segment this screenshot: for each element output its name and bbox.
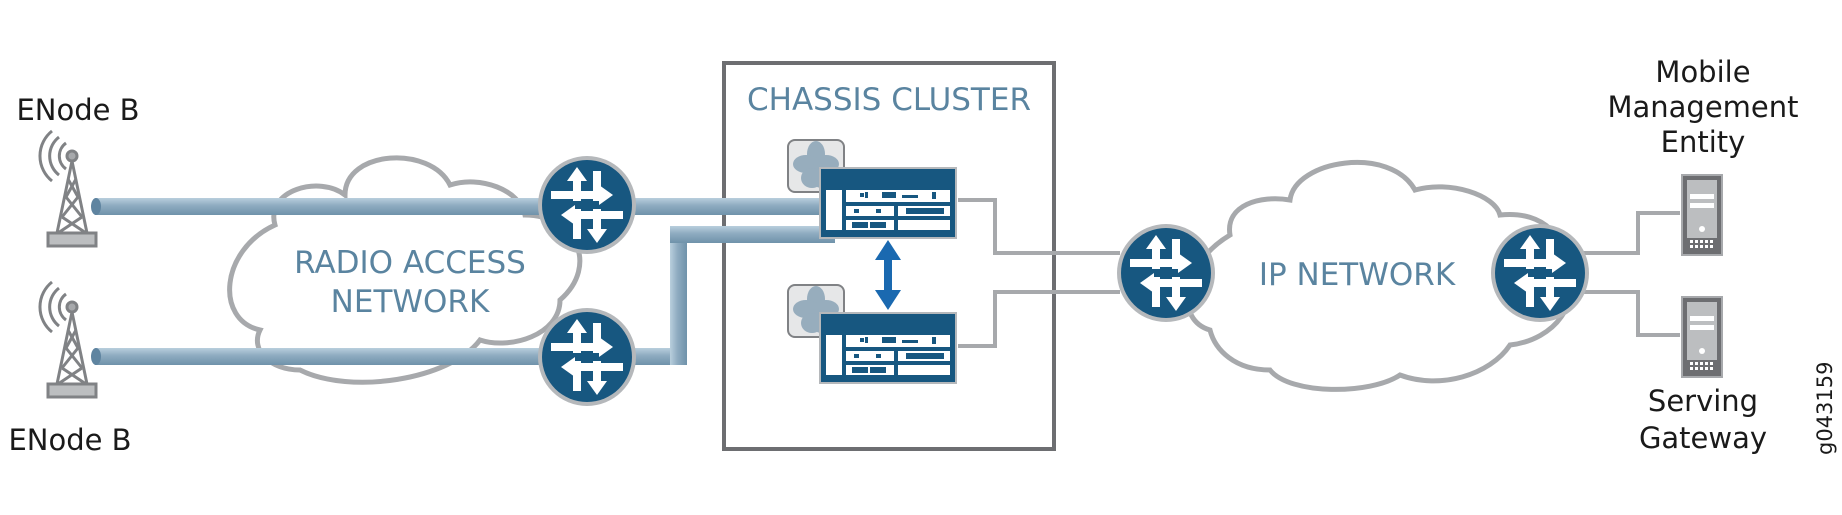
figure-id: g043159 [1813,362,1837,456]
mme-label-line3: Entity [1661,125,1746,159]
router-icon-ran-2 [538,308,636,406]
ran-label-line1: RADIO ACCESS [294,245,526,281]
tunnel-links [91,198,835,365]
cell-tower-icon-top [38,129,98,248]
tunnel-enodeb2-to-router [95,348,685,365]
router-icon-ran-1 [538,156,636,254]
tunnel-enodeb1-to-cluster [95,198,835,215]
ran-label-line2: NETWORK [331,284,490,320]
ethernet-links [958,198,1680,348]
sgw-label-line1: Serving [1648,384,1758,418]
chassis-cluster-label: CHASSIS CLUSTER [747,82,1031,118]
link-node0-to-ip-router1 [958,198,1120,255]
mme-label-line1: Mobile [1655,55,1750,89]
chassis-cluster-boundary [722,61,1056,451]
tunnel-vertical-riser [670,226,687,365]
enodeb-top-label: ENode B [16,93,139,127]
chassis-node-0-icon [787,139,957,239]
server-icon-sgw [1680,295,1724,379]
server-icon-mme [1680,173,1724,257]
ip-network-label: IP NETWORK [1259,257,1456,293]
tunnel-router2-to-cluster [670,226,835,243]
sgw-label-line2: Gateway [1639,421,1767,455]
ha-link-arrow-icon [875,240,901,310]
link-ip-router2-to-mme [1580,211,1680,255]
router-icon-ip-1 [1117,224,1215,322]
router-icon-ip-2 [1491,224,1589,322]
link-ip-router2-to-sgw [1580,290,1680,337]
enodeb-bottom-label: ENode B [8,423,131,457]
mme-label-line2: Management [1607,90,1798,124]
link-node1-to-ip-router1 [958,290,1120,348]
chassis-node-1-icon [787,284,957,384]
cell-tower-icon-bottom [38,280,98,399]
